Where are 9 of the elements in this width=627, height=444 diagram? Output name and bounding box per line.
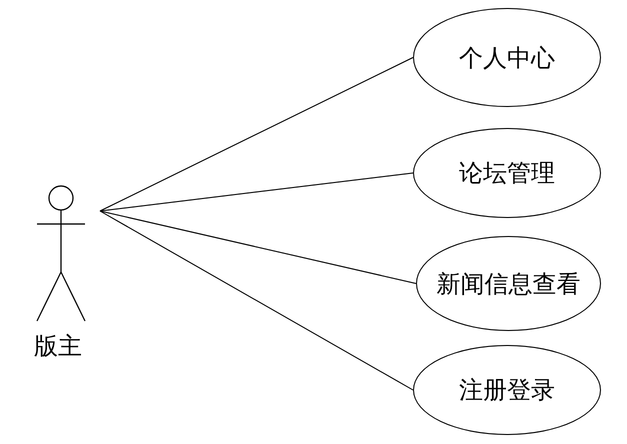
association-line [100,57,414,212]
association-line [100,172,414,212]
use-case-ellipse: 新闻信息查看 [416,236,601,331]
association-line [100,210,416,284]
use-case-ellipse: 注册登录 [413,345,601,435]
actor-label: 版主 [34,331,82,362]
association-line [100,210,414,390]
use-case-ellipse: 个人中心 [413,8,601,107]
use-case-ellipse: 论坛管理 [413,128,601,218]
